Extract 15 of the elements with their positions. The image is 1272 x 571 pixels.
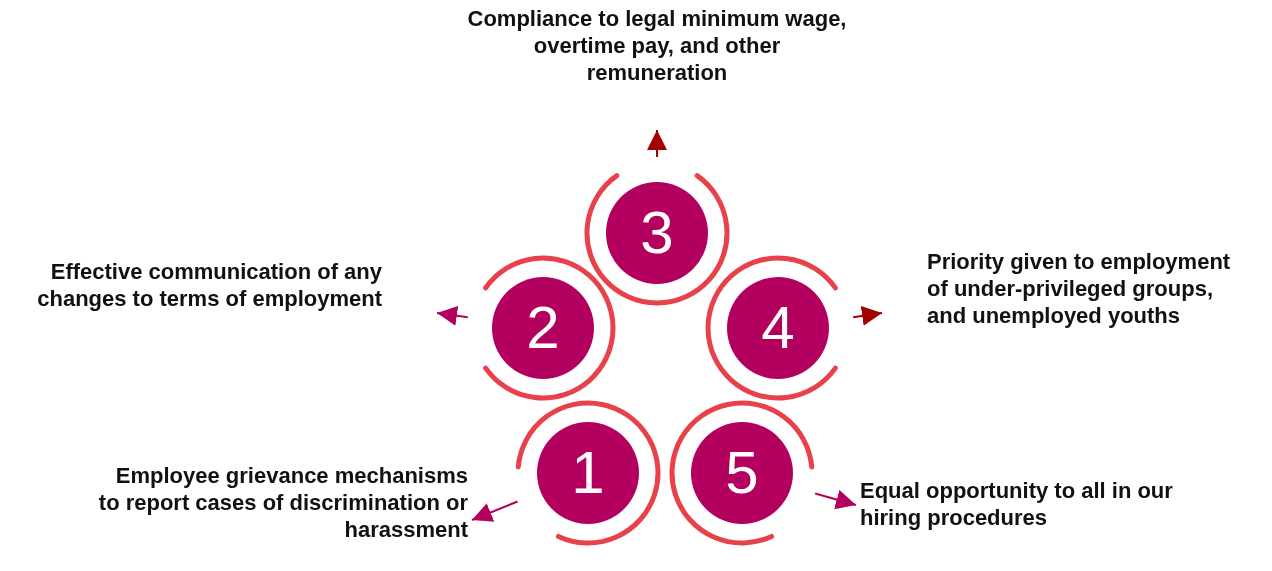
description-text: Equal opportunity to all in our hiring procedures <box>856 477 1200 531</box>
step-number: 2 <box>526 298 560 358</box>
step-number: 3 <box>640 203 674 263</box>
arrow <box>814 489 857 510</box>
description-text: Effective communication of any changes to terms of employment <box>10 258 437 312</box>
description-text: Priority given to employment of under-privileged groups, and unemployed youths <box>882 248 1247 329</box>
step-number: 5 <box>725 443 759 503</box>
arrow <box>471 500 519 522</box>
step-number: 4 <box>761 298 795 358</box>
description-text: Compliance to legal minimum wage, overtime pay, and other remuneration <box>462 5 852 130</box>
arrow <box>852 305 883 326</box>
step-number: 1 <box>571 443 605 503</box>
description-text: Employee grievance mechanisms to report cases of discrimination or harassment <box>96 462 472 543</box>
arrow <box>647 129 667 158</box>
arrow <box>436 305 469 326</box>
